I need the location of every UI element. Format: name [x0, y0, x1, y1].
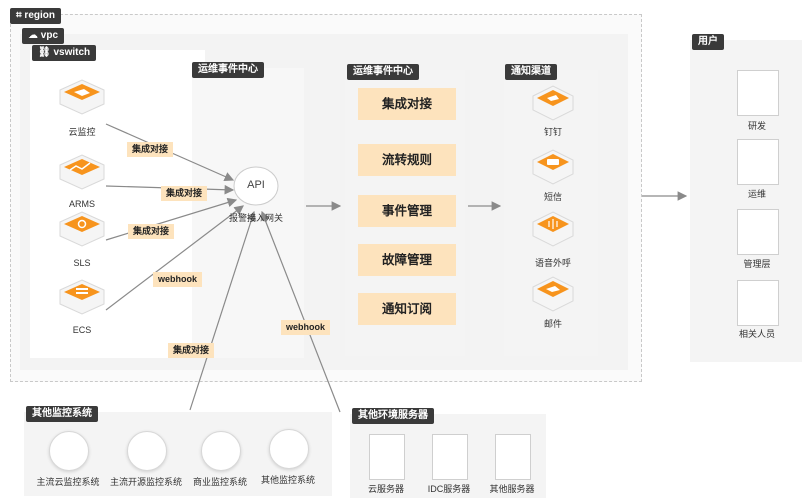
- link-label-arms: 集成对接: [161, 186, 208, 201]
- user-card-rd: [737, 70, 779, 116]
- other-monitor-title: 其他监控系统: [26, 406, 98, 422]
- user-card-mgmt: [737, 209, 779, 255]
- monitor-system-opensource-label: 主流开源监控系统: [109, 477, 182, 487]
- user-label-ops: 运维: [747, 189, 766, 199]
- server-cloud: [369, 434, 405, 480]
- vswitch-container: [30, 50, 205, 358]
- monitor-system-commercial-label: 商业监控系统: [192, 477, 247, 487]
- link-label-sls: 集成对接: [128, 224, 175, 239]
- dingtalk-icon: [532, 85, 574, 121]
- voice-call-icon: [532, 211, 574, 247]
- monitor-system-opensource: [127, 431, 167, 471]
- link-label-other-server: webhook: [281, 320, 331, 335]
- region-tag: ⌗ region: [10, 8, 61, 24]
- channel-label-sms: 短信: [543, 192, 562, 202]
- module-event-management: 事件管理: [358, 195, 456, 227]
- product-label-ecs: ECS: [72, 325, 92, 335]
- user-card-related: [737, 280, 779, 326]
- monitor-system-other: [269, 429, 309, 469]
- region-icon: ⌗: [16, 10, 25, 21]
- link-label-cms: 集成对接: [127, 142, 174, 157]
- monitor-system-other-label: 其他监控系统: [260, 475, 315, 485]
- channel-label-dingtalk: 钉钉: [543, 127, 562, 137]
- channel-label-email: 邮件: [543, 319, 562, 329]
- region-label: region: [24, 10, 55, 21]
- server-idc-label: IDC服务器: [427, 484, 471, 494]
- notify-panel-title: 通知渠道: [505, 64, 557, 80]
- monitor-system-cloud: [49, 431, 89, 471]
- product-label-arms: ARMS: [68, 199, 95, 209]
- user-label-mgmt: 管理层: [743, 259, 771, 269]
- center-panel-title: 运维事件中心: [347, 64, 419, 80]
- user-card-ops: [737, 139, 779, 185]
- server-idc: [432, 434, 468, 480]
- api-gateway-caption: 报警接入网关: [228, 213, 283, 223]
- ecs-icon: [59, 279, 105, 315]
- cloud-icon: ☁: [28, 30, 41, 41]
- other-servers-title: 其他环境服务器: [352, 408, 434, 424]
- module-notification-subscription: 通知订阅: [358, 293, 456, 325]
- sls-icon: [59, 211, 105, 247]
- product-label-sls: SLS: [73, 258, 91, 268]
- module-fault-management: 故障管理: [358, 244, 456, 276]
- user-label-rd: 研发: [747, 121, 766, 131]
- link-label-ecs: webhook: [153, 272, 203, 287]
- monitor-system-glyphs: [62, 442, 294, 456]
- cloud-monitor-icon: [59, 79, 105, 115]
- email-icon: [532, 276, 574, 312]
- user-label-related: 相关人员: [738, 329, 775, 339]
- api-text: API: [247, 179, 265, 191]
- vpc-tag: ☁ vpc: [22, 28, 65, 44]
- link-label-other-monitor: 集成对接: [168, 343, 215, 358]
- module-flow-rules: 流转规则: [358, 144, 456, 176]
- channel-label-voice: 语音外呼: [534, 258, 571, 268]
- monitor-system-commercial: [201, 431, 241, 471]
- product-label-cms: 云监控: [68, 127, 96, 137]
- vpc-label: vpc: [40, 30, 59, 41]
- monitor-system-cloud-label: 主流云监控系统: [36, 477, 100, 487]
- link-icon: ⛓: [38, 47, 54, 58]
- server-other: [495, 434, 531, 480]
- vswitch-label: vswitch: [53, 47, 91, 58]
- server-other-label: 其他服务器: [489, 484, 535, 494]
- server-cloud-label: 云服务器: [367, 484, 404, 494]
- users-panel-title: 用户: [692, 34, 724, 50]
- gateway-panel-title: 运维事件中心: [192, 62, 264, 78]
- arms-icon: [59, 154, 105, 190]
- vswitch-tag: ⛓ vswitch: [32, 45, 97, 61]
- sms-icon: [532, 149, 574, 185]
- module-integration: 集成对接: [358, 88, 456, 120]
